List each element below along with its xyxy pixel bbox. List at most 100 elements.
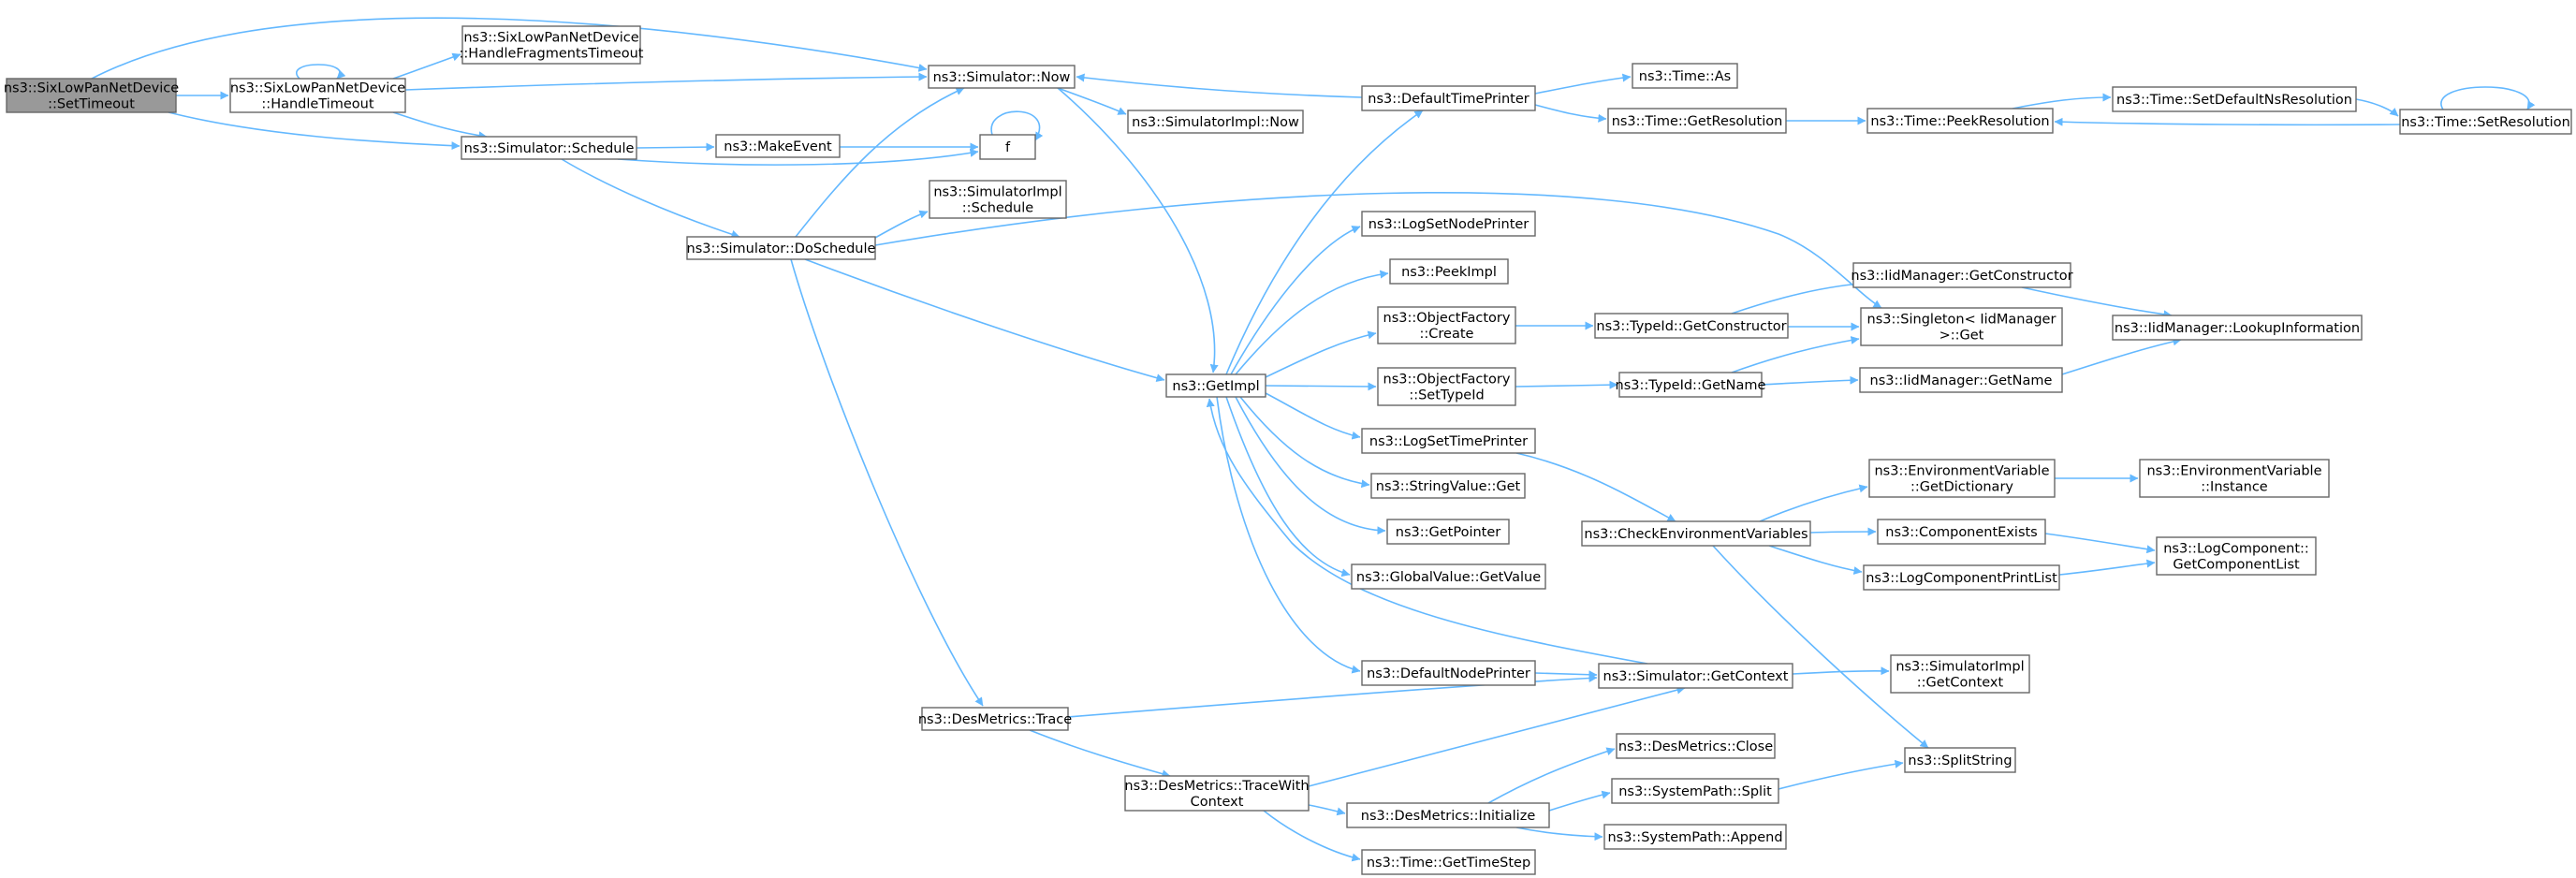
node-box: [2112, 86, 2357, 112]
node-box: [1127, 110, 1304, 134]
node-TimeAs[interactable]: ns3::Time::As: [1632, 63, 1738, 89]
node-TypeIdGetName[interactable]: ns3::TypeId::GetName: [1616, 372, 1766, 398]
node-box: [1607, 108, 1787, 134]
node-label: ns3::SixLowPanNetDevice: [4, 81, 179, 96]
edge-TimeSetResolution-to-TimeSetResolution: [2440, 86, 2536, 110]
node-PeekImpl[interactable]: ns3::PeekImpl: [1389, 258, 1509, 285]
node-box: [229, 78, 406, 113]
edge-DefaultNodePrinter-to-SimGetContext: [1534, 670, 1598, 680]
node-DesTrace[interactable]: ns3::DesMetrics::Trace: [918, 707, 1072, 731]
node-GetImpl[interactable]: ns3::GetImpl: [1165, 373, 1266, 398]
edge-LogSetTimePrinter-to-CheckEnv: [1515, 452, 1676, 522]
node-label: ns3::EnvironmentVariable: [2146, 464, 2321, 479]
node-SimImplSchedule[interactable]: ns3::SimulatorImpl::Schedule: [929, 180, 1067, 219]
edge-SimSchedule-to-MakeEvent: [636, 142, 715, 152]
node-IidGetConstructor[interactable]: ns3::IidManager::GetConstructor: [1851, 262, 2073, 288]
node-ComponentExists[interactable]: ns3::ComponentExists: [1877, 519, 2046, 545]
edge-HandleTimeout-to-SimSchedule: [392, 111, 488, 140]
node-box: [1866, 108, 2054, 134]
node-TypeIdGetConstructor[interactable]: ns3::TypeId::GetConstructor: [1594, 313, 1789, 339]
node-label: ns3::Simulator::GetContext: [1603, 669, 1789, 684]
node-box: [1868, 459, 2056, 498]
node-label: ns3::SplitString: [1908, 754, 2012, 768]
node-SimNow[interactable]: ns3::Simulator::Now: [928, 65, 1076, 89]
edge-SimNow-to-SimImplNow: [1057, 87, 1127, 115]
node-LogComponentGetList[interactable]: ns3::LogComponent::GetComponentList: [2156, 536, 2317, 576]
edge-GetImpl-to-StringValueGet: [1239, 396, 1370, 489]
edge-TraceWithContext-to-SimGetContext: [1308, 685, 1686, 787]
node-label: >::Get: [1939, 329, 1984, 344]
node-TimeGetTimeStep[interactable]: ns3::Time::GetTimeStep: [1361, 849, 1536, 875]
node-box: [1361, 660, 1536, 686]
edge-SimGetContext-to-SimImplGetContext: [1792, 666, 1890, 676]
edge-SimSchedule-to-f: [617, 148, 979, 166]
node-label: ns3::DesMetrics::Initialize: [1361, 809, 1536, 824]
node-EnvInstance[interactable]: ns3::EnvironmentVariable::Instance: [2139, 459, 2330, 498]
node-IidLookupInformation[interactable]: ns3::IidManager::LookupInformation: [2112, 315, 2363, 341]
edge-GetImpl-to-DefaultNodePrinter: [1216, 396, 1361, 674]
node-SimImplNow[interactable]: ns3::SimulatorImpl::Now: [1127, 110, 1304, 134]
node-GlobalValueGetValue[interactable]: ns3::GlobalValue::GetValue: [1351, 563, 1546, 590]
node-TimePeekResolution[interactable]: ns3::Time::PeekResolution: [1866, 108, 2054, 134]
node-StringValueGet[interactable]: ns3::StringValue::Get: [1370, 473, 1526, 499]
node-box: [979, 134, 1036, 160]
edge-CheckEnv-to-LogComponentPrintList: [1768, 545, 1863, 575]
node-LogSetTimePrinter[interactable]: ns3::LogSetTimePrinter: [1361, 428, 1536, 454]
node-SimGetContext[interactable]: ns3::Simulator::GetContext: [1598, 663, 1793, 689]
node-DoSchedule[interactable]: ns3::Simulator::DoSchedule: [686, 236, 876, 260]
node-label: ns3::DesMetrics::TraceWith: [1124, 779, 1309, 794]
node-box: [928, 65, 1076, 89]
node-OFCreate[interactable]: ns3::ObjectFactory::Create: [1377, 306, 1516, 344]
node-GetPointer[interactable]: ns3::GetPointer: [1386, 519, 1510, 545]
edge-SimNow-to-GetImpl: [1057, 87, 1219, 373]
edge-GetImpl-to-DefaultTimePrinter: [1225, 110, 1424, 375]
node-SingletonGet[interactable]: ns3::Singleton< IidManager >::Get: [1860, 307, 2063, 346]
edge-HandleTimeout-to-HandleFragmentsTimeout: [392, 52, 461, 80]
node-box: [1389, 258, 1509, 285]
edge-CheckEnv-to-SplitString: [1712, 545, 1929, 749]
node-label: ns3::SystemPath::Split: [1618, 784, 1772, 799]
edge-DoSchedule-to-DesTrace: [790, 258, 984, 707]
node-label: ns3::GetImpl: [1172, 379, 1259, 394]
node-TimeSetResolution[interactable]: ns3::Time::SetResolution: [2399, 109, 2572, 135]
node-label: ns3::Time::GetResolution: [1612, 114, 1783, 129]
node-TimeSetDefaultNsResolution[interactable]: ns3::Time::SetDefaultNsResolution: [2112, 86, 2357, 112]
node-SysPathAppend[interactable]: ns3::SystemPath::Append: [1603, 824, 1787, 850]
node-SysPathSplit[interactable]: ns3::SystemPath::Split: [1611, 778, 1779, 804]
node-EnvGetDictionary[interactable]: ns3::EnvironmentVariable::GetDictionary: [1868, 459, 2056, 498]
node-HandleTimeout[interactable]: ns3::SixLowPanNetDevice::HandleTimeout: [229, 78, 406, 113]
node-IidGetName[interactable]: ns3::IidManager::GetName: [1859, 367, 2063, 393]
node-DefaultTimePrinter[interactable]: ns3::DefaultTimePrinter: [1361, 85, 1536, 111]
nodes: ns3::SixLowPanNetDevice::SetTimeoutns3::…: [4, 25, 2572, 875]
node-box: [929, 180, 1067, 219]
node-DesClose[interactable]: ns3::DesMetrics::Close: [1616, 733, 1776, 759]
node-label: ns3::Simulator::Now: [933, 70, 1071, 85]
node-box: [1165, 373, 1266, 398]
edge-SimSchedule-to-DoSchedule: [561, 158, 740, 239]
node-box: [1351, 563, 1546, 590]
node-SplitString[interactable]: ns3::SplitString: [1904, 747, 2016, 773]
edge-DoSchedule-to-GetImpl: [804, 258, 1165, 383]
edge-TypeIdGetName-to-SingletonGet: [1731, 336, 1860, 373]
node-LogComponentPrintList[interactable]: ns3::LogComponentPrintList: [1863, 564, 2060, 591]
edge-ComponentExists-to-LogComponentGetList: [2044, 533, 2156, 554]
node-f[interactable]: f: [979, 134, 1036, 160]
node-LogSetNodePrinter[interactable]: ns3::LogSetNodePrinter: [1361, 211, 1536, 237]
node-TimeGetResolution[interactable]: ns3::Time::GetResolution: [1607, 108, 1787, 134]
node-SetTimeout[interactable]: ns3::SixLowPanNetDevice::SetTimeout: [4, 78, 179, 113]
node-box: [1581, 520, 1811, 547]
node-DesInitialize[interactable]: ns3::DesMetrics::Initialize: [1346, 802, 1550, 828]
node-box: [1598, 663, 1793, 689]
node-DefaultNodePrinter[interactable]: ns3::DefaultNodePrinter: [1361, 660, 1536, 686]
node-SimSchedule[interactable]: ns3::Simulator::Schedule: [461, 136, 637, 160]
node-CheckEnv[interactable]: ns3::CheckEnvironmentVariables: [1581, 520, 1811, 547]
node-box: [1386, 519, 1510, 545]
node-OFSetTypeId[interactable]: ns3::ObjectFactory::SetTypeId: [1377, 367, 1516, 406]
node-SimImplGetContext[interactable]: ns3::SimulatorImpl::GetContext: [1890, 654, 2030, 694]
edge-HandleTimeout-to-SimNow: [404, 72, 928, 91]
node-HandleFragmentsTimeout[interactable]: ns3::SixLowPanNetDevice::HandleFragments…: [460, 25, 644, 65]
node-label: ns3::MakeEvent: [724, 139, 832, 154]
node-MakeEvent[interactable]: ns3::MakeEvent: [715, 134, 841, 158]
